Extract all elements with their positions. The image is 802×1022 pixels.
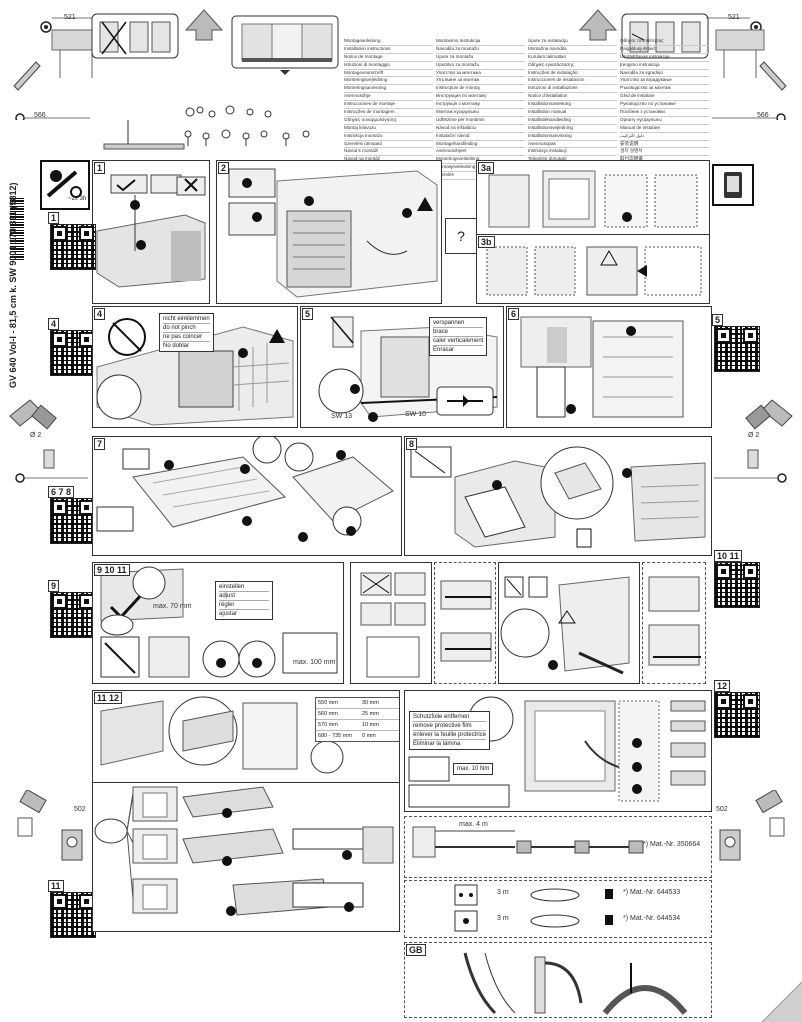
- dimension-note: max. 100 mm: [293, 659, 336, 666]
- step-panel-2: 2: [216, 160, 442, 304]
- qr-label: 4: [48, 318, 60, 330]
- drill-icon-right: [714, 399, 793, 483]
- dimension-left-lower: 502: [74, 806, 86, 813]
- step-panel-3b: 3b: [476, 234, 710, 304]
- power-cord-panel: 3 m 3 m *) Mat.-Nr. 644533 *) Mat.-Nr. 6…: [404, 880, 712, 938]
- header-graphics: [13, 9, 787, 120]
- phone-icon: [712, 164, 754, 206]
- qr-code[interactable]: [714, 326, 760, 372]
- step-panel-options: [92, 782, 400, 932]
- step-panel-7: 7: [92, 436, 402, 556]
- step-panel-6: 6: [506, 306, 712, 428]
- cord-length: 3 m: [497, 889, 509, 896]
- dimension-left-mid: 566: [34, 112, 46, 119]
- step-panel-unnumbered-2: [498, 562, 640, 684]
- question-box: ?: [445, 218, 477, 254]
- cord-length: 3 m: [497, 915, 509, 922]
- torque-note: max. 10 Nm: [453, 763, 494, 775]
- document-code: GV 640 Vol-I - 81,5 cm k. SW 9001 170 31…: [8, 182, 18, 388]
- qr-label: 12: [714, 680, 731, 692]
- drill-icon-left: [9, 399, 88, 483]
- qr-code[interactable]: [50, 330, 96, 376]
- dimension-right-mid: 566: [757, 112, 769, 119]
- qr-code[interactable]: [714, 562, 760, 608]
- material-number: *) Mat.-Nr. 350664: [643, 841, 701, 848]
- wrench-size: SW 10: [405, 411, 427, 418]
- hose-length: max. 4 m: [459, 821, 488, 828]
- dimension-left: 521: [64, 14, 76, 21]
- page-curl: [762, 982, 802, 1022]
- wrench-size: SW 13: [331, 413, 353, 420]
- step-panel-1: 1: [92, 160, 210, 304]
- qr-label: 1: [48, 212, 60, 224]
- parts-list: [103, 105, 310, 150]
- dimension-note: max. 70 mm: [153, 603, 192, 610]
- qr-code[interactable]: [50, 892, 96, 938]
- dimension-right: 521: [728, 14, 740, 21]
- material-number: *) Mat.-Nr. 644534: [623, 915, 681, 922]
- bracket-icon-right: [719, 790, 785, 861]
- step-panel-3a: 3a: [476, 160, 710, 236]
- step-panel-dashed: [434, 562, 496, 684]
- step-panel-8: 8: [404, 436, 712, 556]
- qr-code[interactable]: [714, 692, 760, 738]
- qr-code[interactable]: [50, 224, 96, 270]
- qr-label: 10 11: [714, 550, 743, 562]
- barcode: [10, 198, 24, 260]
- hose-extension-panel: max. 4 m *) Mat.-Nr. 350664: [404, 816, 712, 878]
- qr-code[interactable]: [50, 498, 96, 544]
- gb-drain-panel: GB: [404, 942, 712, 1018]
- hole-diameter: Ø 2: [30, 432, 42, 439]
- qr-label: 11: [48, 880, 64, 892]
- material-number: *) Mat.-Nr. 644533: [623, 889, 681, 896]
- hole-diameter: Ø 2: [748, 432, 760, 439]
- step-panel-dashed-2: [642, 562, 706, 684]
- tool-time-icon: ~2x 3h: [40, 160, 90, 210]
- bracket-icon-left: [17, 790, 83, 861]
- qr-label: 5: [712, 314, 724, 326]
- qr-code[interactable]: [50, 592, 96, 638]
- step-panel-unnumbered: [350, 562, 432, 684]
- qr-label: 6 7 8: [48, 486, 75, 498]
- dimension-right-lower: 502: [716, 806, 728, 813]
- qr-label: 9: [48, 580, 60, 592]
